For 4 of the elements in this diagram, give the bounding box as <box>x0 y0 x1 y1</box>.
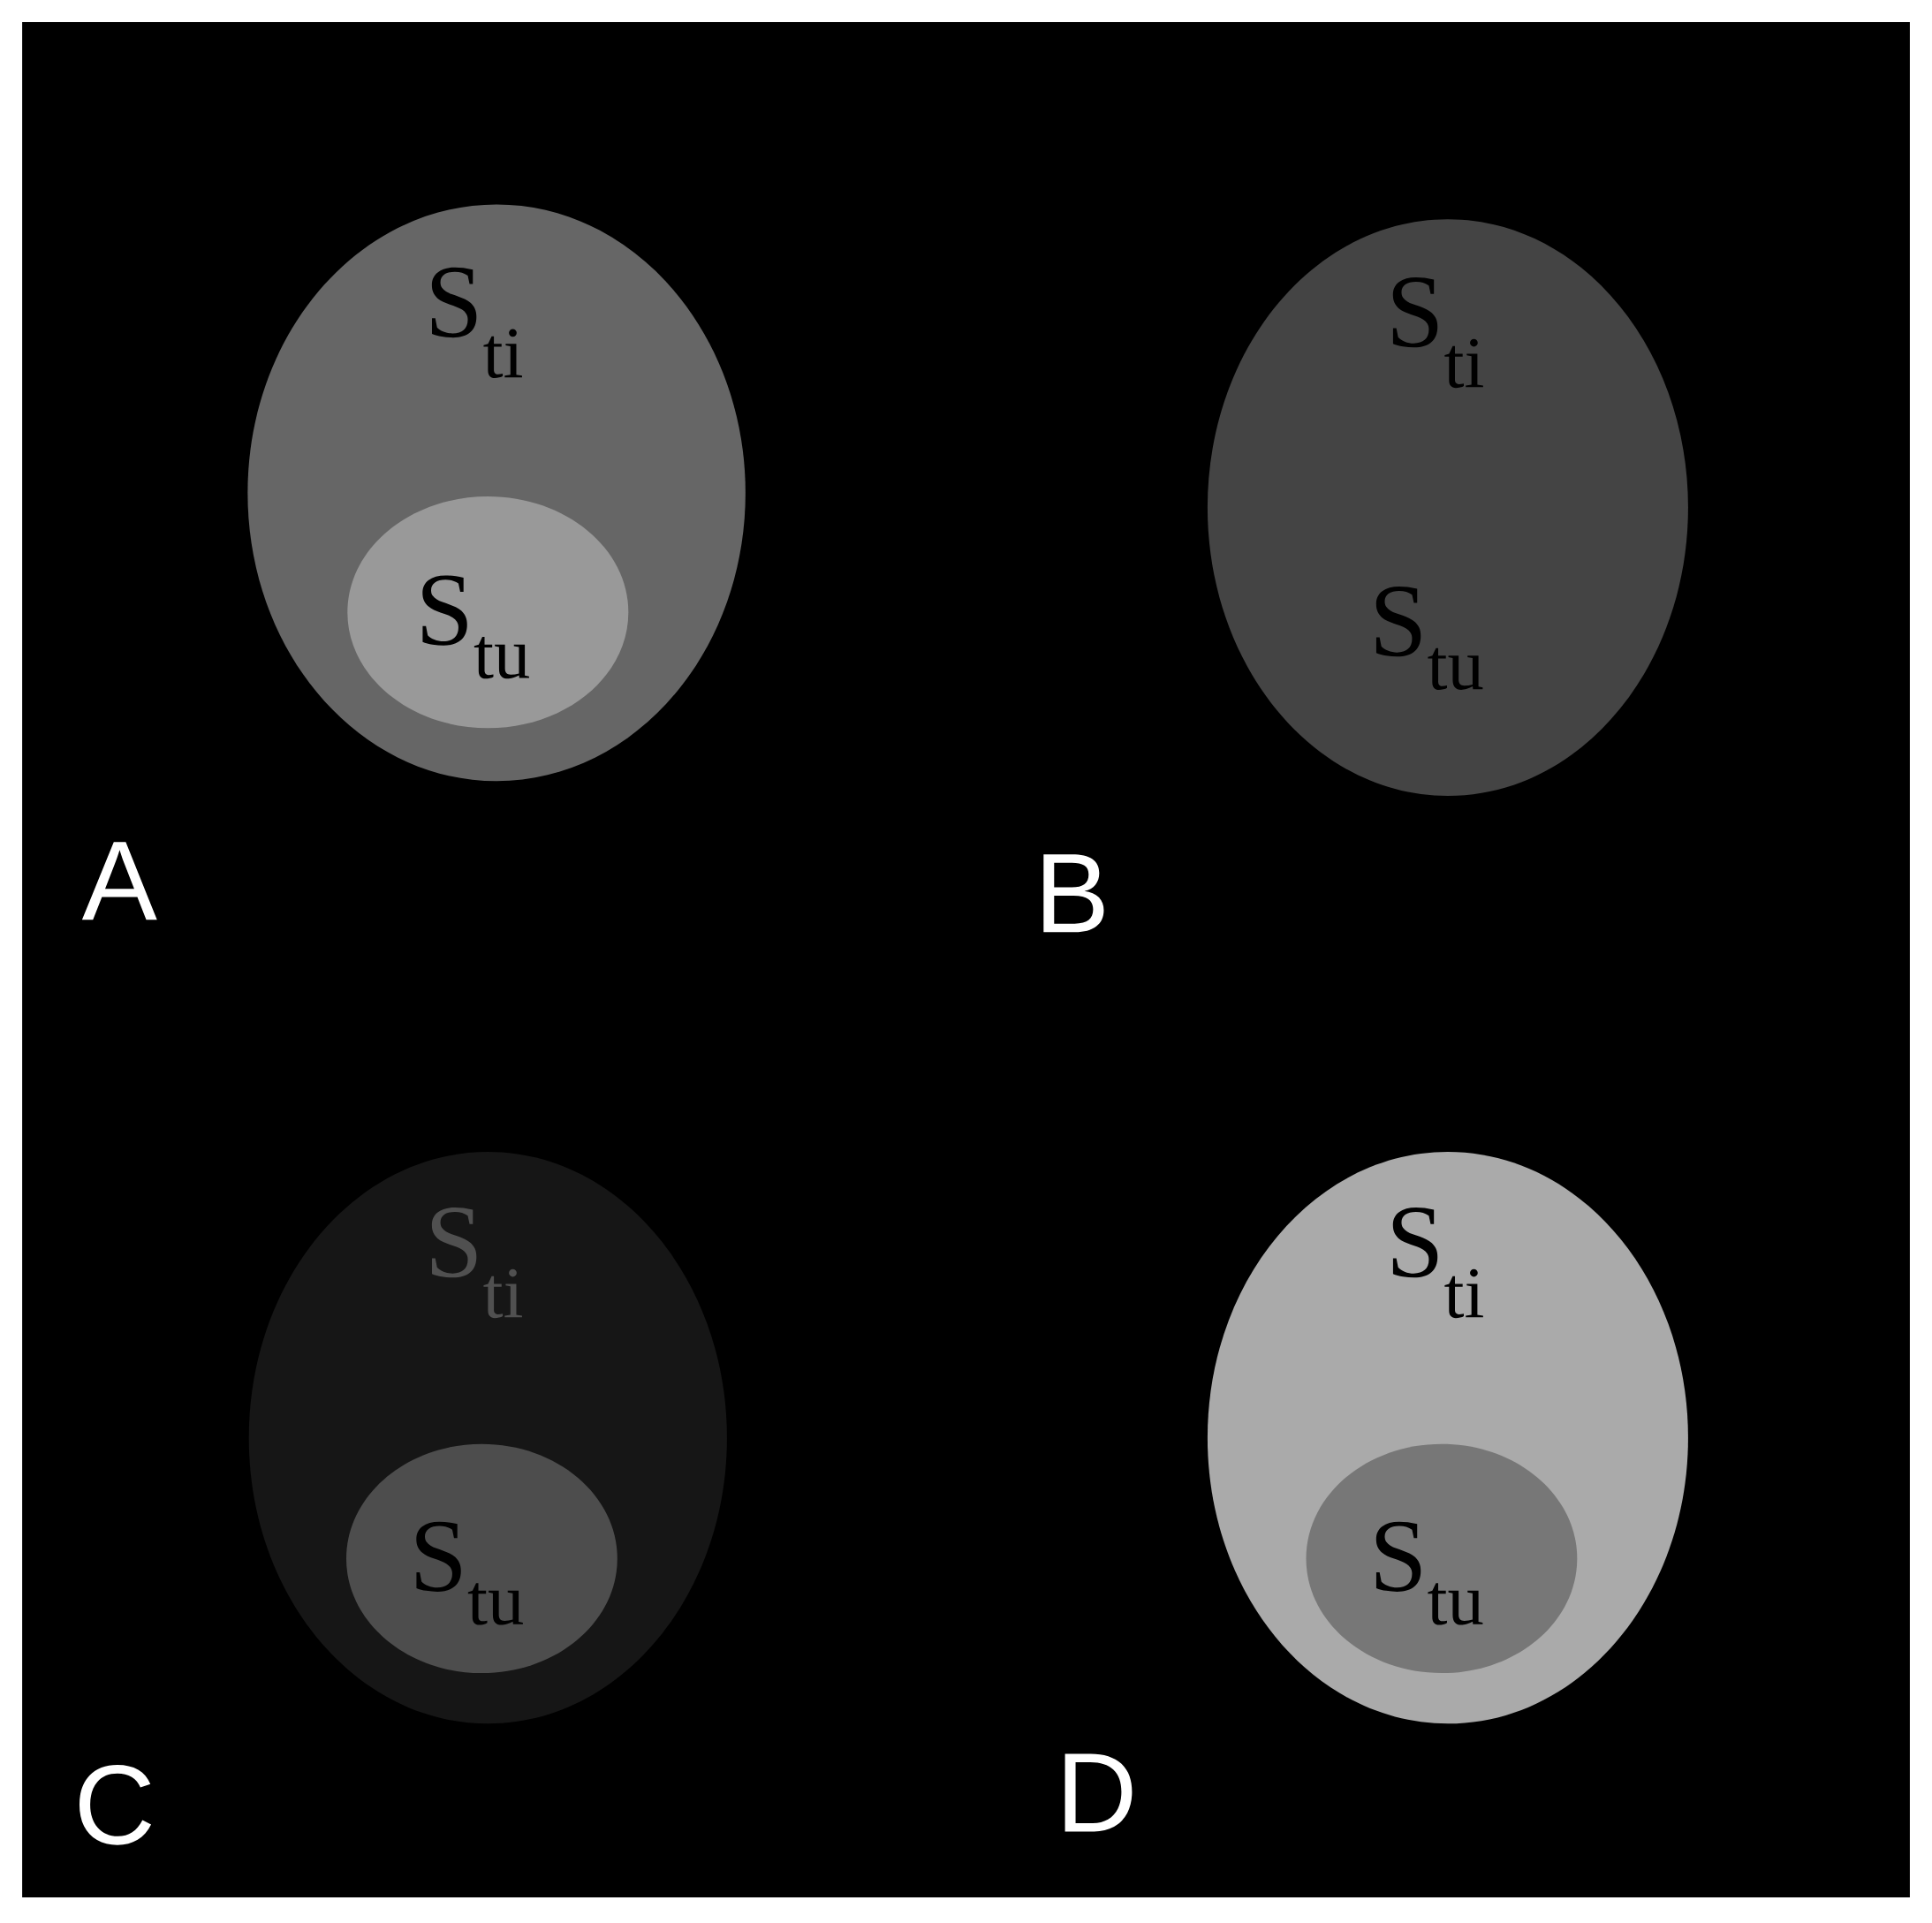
panel-letter: A <box>81 842 157 920</box>
panel-letter: B <box>1043 854 1104 933</box>
panel-letter: C <box>80 1765 152 1845</box>
panel-letter: D <box>1064 1753 1133 1832</box>
